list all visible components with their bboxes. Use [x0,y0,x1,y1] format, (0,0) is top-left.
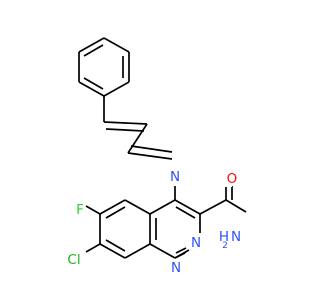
bond-c2-inner [105,128,145,132]
bond-ph4-inner [83,77,104,90]
bond-c2 [103,121,148,125]
bond-py4 [149,243,176,259]
bond-bz1 [124,199,151,215]
bond-c4-inner [130,145,173,153]
bond-ph6-inner [83,44,104,57]
bond-cn-amide [225,199,247,213]
bond-c3 [127,123,148,154]
bond-py1 [174,199,201,215]
atom-n-imine: N [170,169,180,185]
bond-ph6 [78,37,105,53]
bond-c4 [127,152,173,160]
bond-c-amide [199,199,227,215]
atom-nh2-n: N [231,229,241,245]
bond-bz4 [99,243,126,259]
bond-ph4 [78,81,105,97]
molecule-structure: N O H N 2 N N F Cl [67,37,247,276]
atom-n-ring-left: N [171,260,181,276]
bond-ph1 [103,37,130,53]
atom-f: F [76,202,84,218]
bond-py6 [149,199,176,215]
atom-labels: N O H N 2 N N F Cl [67,169,241,276]
bond-f [85,205,101,215]
bond-nn-outer [175,247,187,254]
bond-ph3 [103,81,130,97]
atom-n-ring-right: N [191,235,201,251]
bond-cl [85,243,101,253]
bond-bz2 [99,199,126,215]
bond-nn [174,252,186,259]
bond-py1-inner [175,206,196,219]
bonds [78,37,247,259]
bond-bz5 [124,243,151,259]
atom-nh2-h: H [219,229,229,245]
atom-nh2-sub: 2 [222,241,228,251]
atom-cl: Cl [67,252,80,268]
bond-bz2-inner [105,206,126,219]
bond-bz4-inner [105,239,126,252]
atom-o: O [227,171,238,187]
